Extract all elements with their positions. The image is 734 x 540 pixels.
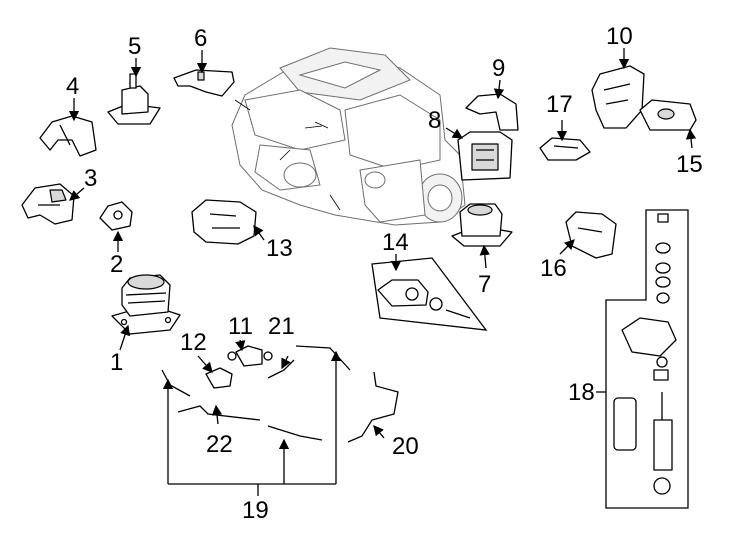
part-3-mount	[21, 183, 75, 225]
callout-4: 4	[66, 73, 79, 100]
part-6-bracket	[173, 69, 235, 97]
part-15-mount	[639, 99, 697, 131]
callout-14: 14	[382, 229, 409, 256]
callout-7: 7	[478, 271, 491, 298]
callout-15: 15	[676, 151, 703, 178]
callout-3: 3	[84, 165, 97, 192]
part-1-engine-mount	[111, 274, 181, 335]
callout-5: 5	[128, 33, 141, 60]
callout-2: 2	[110, 251, 123, 278]
part-13-bracket	[191, 199, 257, 245]
callout-22: 22	[206, 431, 233, 458]
callout-21: 21	[268, 313, 295, 340]
callout-19: 19	[242, 497, 269, 524]
part-21-hose	[267, 359, 295, 379]
part-12-sensor	[205, 367, 233, 389]
part-8-mount	[457, 131, 513, 181]
callout-17: 17	[546, 91, 573, 118]
part-5-mount	[107, 73, 161, 125]
callout-18: 18	[568, 379, 595, 406]
callout-labels: 1 2 3 4 5 6 7 8 9 10 11 12 13 14 15 16 1…	[66, 23, 703, 524]
part-4-bracket	[39, 115, 97, 157]
part-11-valve	[227, 345, 273, 367]
part-18-assembly-box	[605, 209, 689, 509]
part-16-mount	[565, 211, 617, 259]
part-10-bracket	[591, 65, 645, 129]
callout-9: 9	[492, 55, 505, 82]
part-2-bracket	[99, 201, 133, 231]
engine-illustration	[231, 47, 466, 226]
callout-13: 13	[266, 235, 293, 262]
callout-11: 11	[228, 313, 253, 340]
callout-12: 12	[180, 329, 207, 356]
part-20-hose	[347, 371, 399, 443]
part-14-assembly-box	[371, 257, 488, 331]
callout-1: 1	[110, 349, 123, 376]
part-7-mount	[451, 203, 513, 247]
callout-6: 6	[194, 25, 207, 52]
callout-16: 16	[540, 255, 567, 282]
callout-20: 20	[392, 433, 419, 460]
leader-lines	[68, 48, 697, 496]
part-17-pad	[539, 137, 591, 161]
part-9-bracket	[465, 93, 519, 131]
callout-10: 10	[606, 23, 633, 50]
callout-8: 8	[428, 107, 441, 134]
